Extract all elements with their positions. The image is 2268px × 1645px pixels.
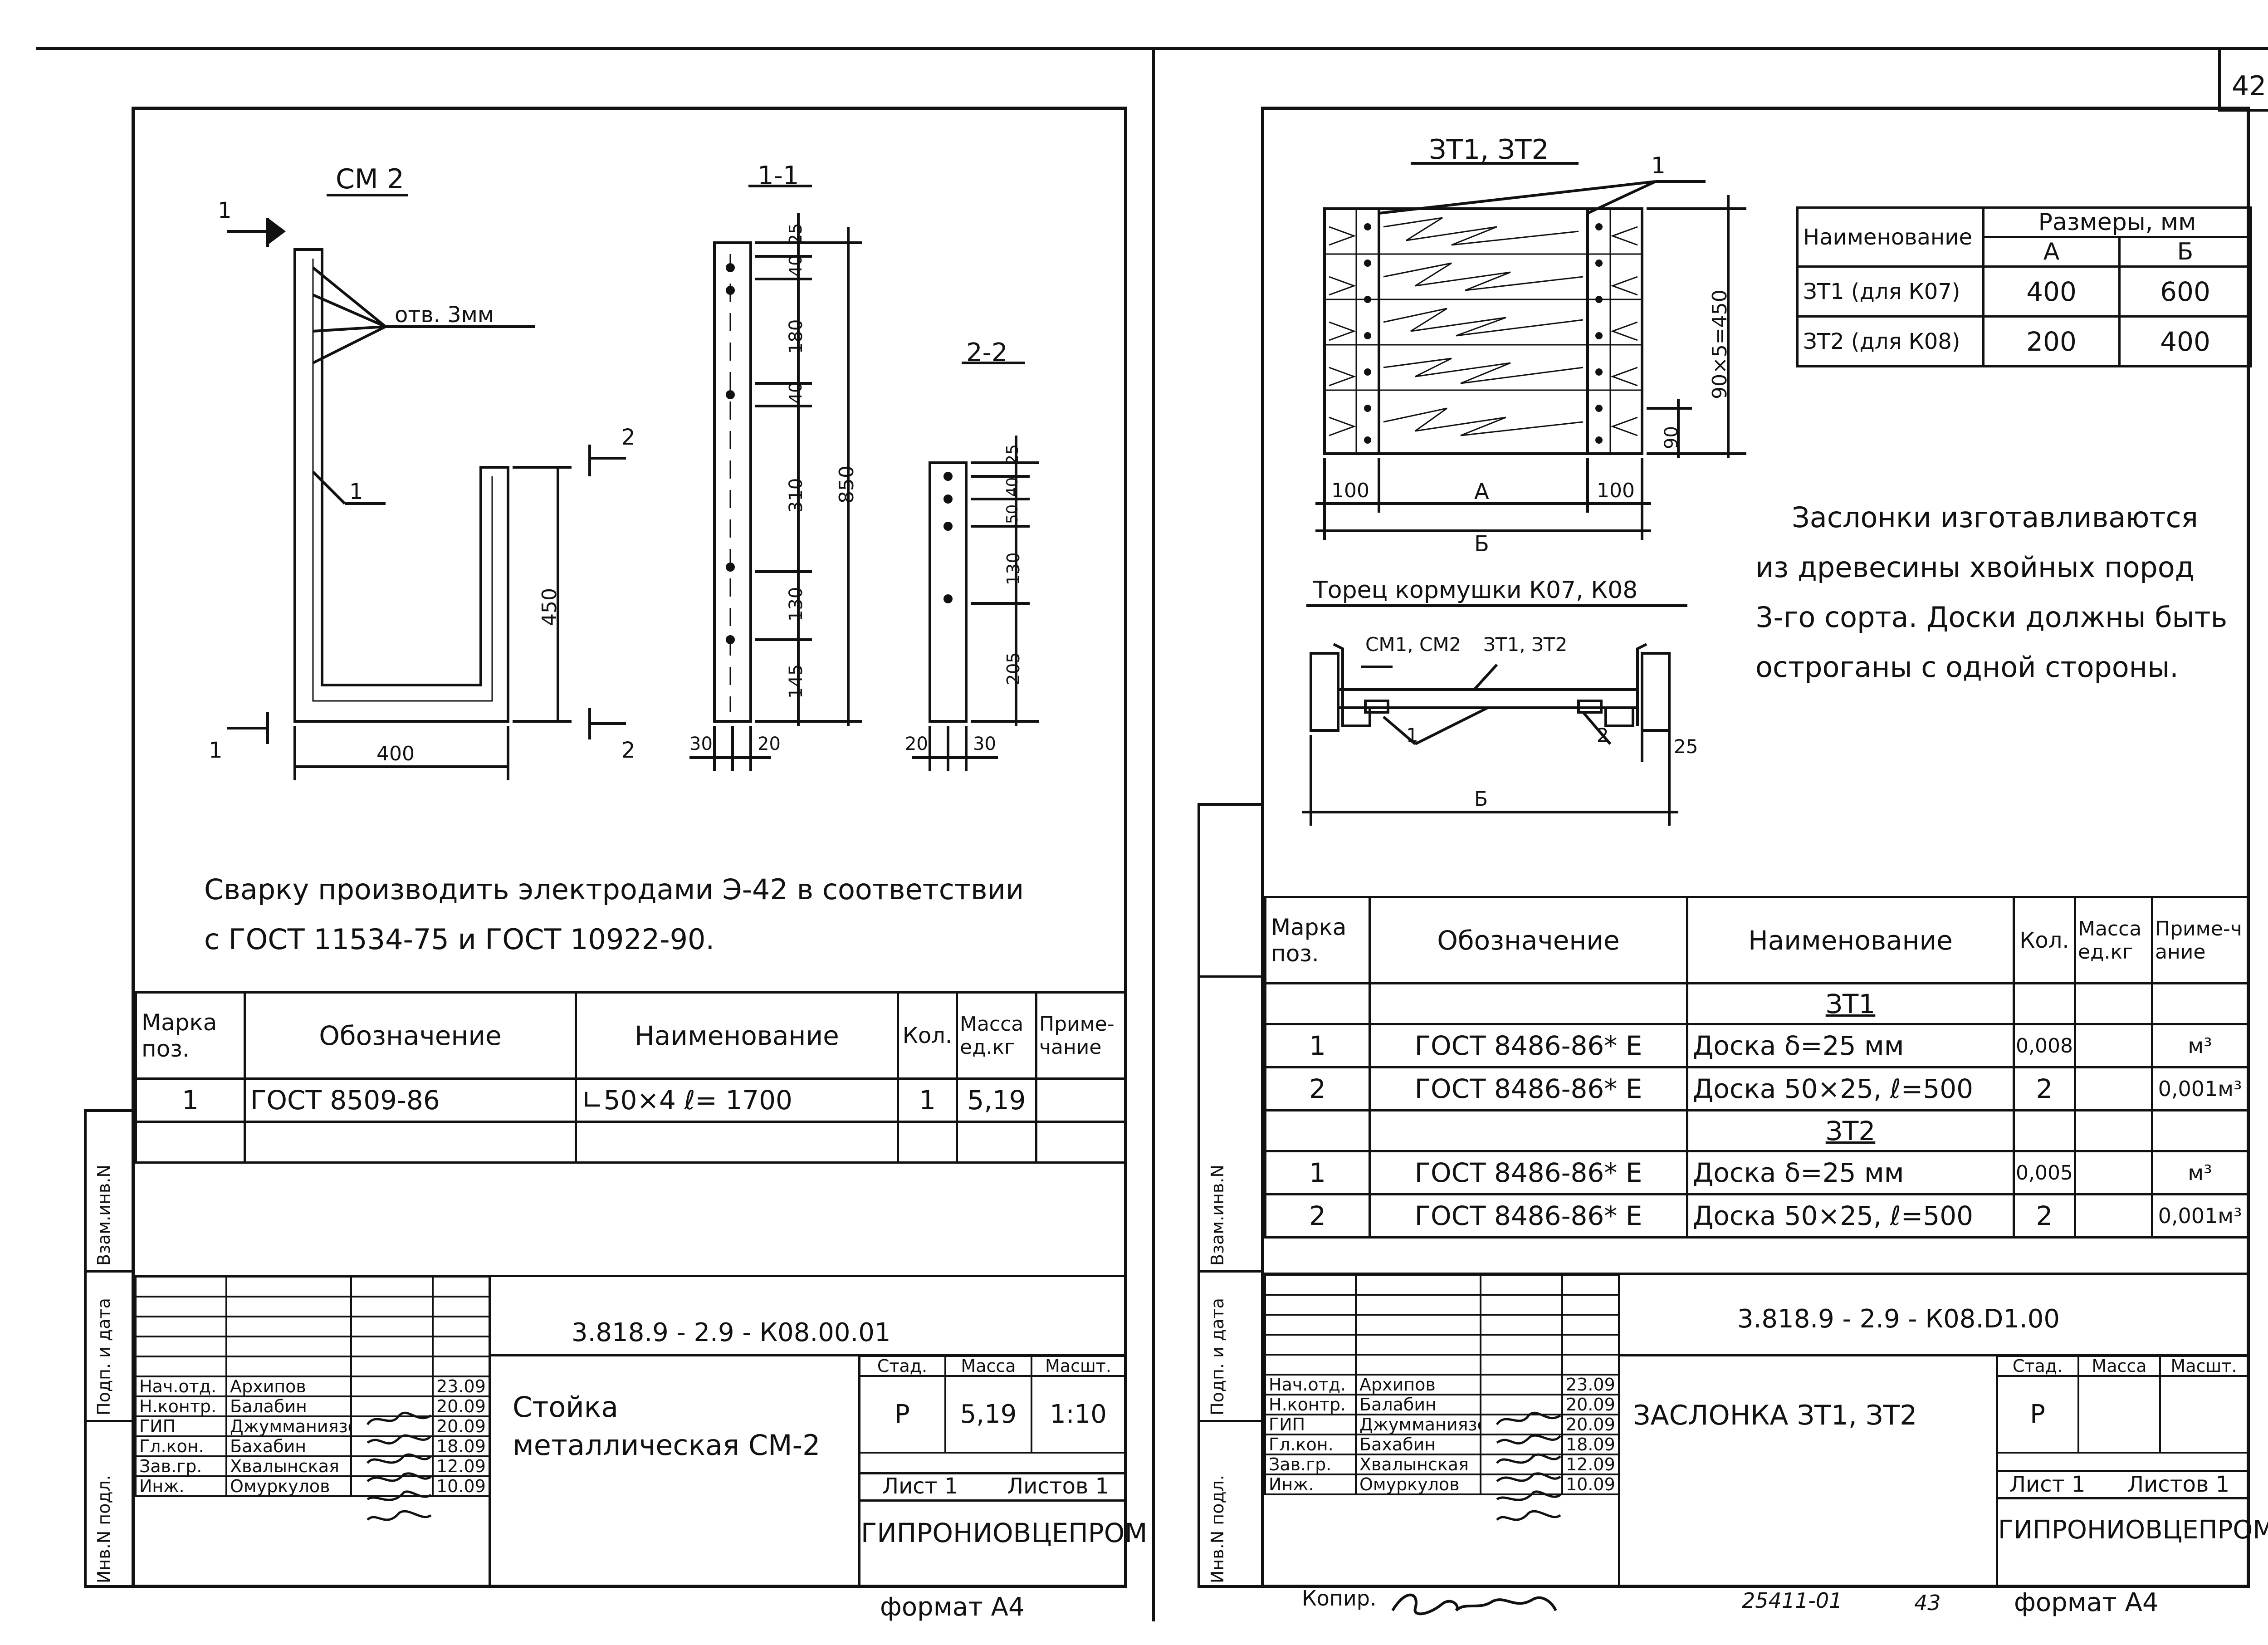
left-doc-name: Стойка металлическая СМ-2 — [513, 1390, 821, 1462]
left-pos1: 1 — [349, 479, 363, 504]
cut-mark-2-top: 2 — [621, 425, 635, 450]
left-note-line1: Сварку производить электродами Э-42 в со… — [204, 873, 1024, 906]
r-spec-h-name: Наименование — [1686, 896, 2015, 984]
right-side-label-repl: Взам.инв.N — [1207, 1165, 1227, 1266]
spec-h-name: Наименование — [575, 991, 899, 1080]
r-spec-h-qty: Кол. — [2013, 896, 2076, 984]
spec-h-qty: Кол. — [897, 991, 958, 1080]
dim-height-total: 90×5=450 — [1708, 289, 1731, 399]
cut-mark-1-bot: 1 — [209, 738, 223, 763]
copied-label: Копир. — [1302, 1586, 1377, 1611]
r-spec-h-mark: Марка поз. — [1264, 896, 1371, 984]
dim-400: 400 — [376, 742, 415, 765]
sizes-h-sizes: Размеры, мм — [1982, 206, 2252, 238]
hole-label: отв. 3мм — [395, 302, 494, 328]
right-doc-name: ЗАСЛОНКА ЗТ1, ЗТ2 — [1633, 1400, 1917, 1431]
footer-print-no: 43 — [1914, 1591, 1941, 1615]
page-number: 42 — [2232, 70, 2267, 102]
right-sheets-total: Листов 1 — [2127, 1472, 2230, 1497]
right-spec-table: Марка поз. Обозначение Наименование Кол.… — [1264, 896, 2249, 1239]
dim-total-b: Б — [1474, 531, 1489, 557]
right-sheet — [1261, 107, 2250, 1588]
right-side-label-sign: Подп. и дата — [1207, 1298, 1227, 1415]
right-view-title: ЗТ1, ЗТ2 — [1429, 134, 1549, 166]
right-org: ГИПРОНИОВЦЕПРОМ — [1998, 1515, 2268, 1545]
spec-h-designation: Обозначение — [244, 991, 577, 1080]
footer-inv-no: 25411-01 — [1742, 1588, 1843, 1613]
left-note-line2: с ГОСТ 11534-75 и ГОСТ 10922-90. — [204, 923, 715, 956]
right-doc-code: 3.818.9 - 2.9 - К08.D1.00 — [1737, 1304, 2060, 1334]
sizes-table: Наименование Размеры, мм А Б ЗТ1 (для К0… — [1796, 206, 2252, 367]
table-row: ЗТ1 (для К07) 400 600 — [1796, 265, 2252, 318]
right-note-line3: 3-го сорта. Доски должны быть — [1755, 601, 2228, 634]
left-section1-title: 1-1 — [758, 161, 799, 191]
dim-s2-30: 30 — [973, 734, 996, 754]
left-format: формат А4 — [880, 1592, 1025, 1622]
center-divider — [1152, 47, 1155, 1621]
right-side-column — [1198, 803, 1261, 1588]
dim-s1-30: 30 — [689, 734, 713, 754]
spec-h-note: Приме-чание — [1035, 991, 1126, 1080]
table-row: 1 ГОСТ 8509-86 ∟50×4 ℓ= 1700 1 5,19 — [135, 1077, 1126, 1123]
end-label-p1: 1 — [1406, 724, 1418, 746]
end-label-25: 25 — [1674, 735, 1698, 758]
cut-mark-2-bot: 2 — [621, 738, 635, 763]
left-side-column — [84, 1109, 132, 1588]
spec-h-mark: Марка поз. — [135, 991, 246, 1080]
left-title-block-frame — [135, 1275, 1124, 1277]
right-note-line4: остроганы с одной стороны. — [1755, 651, 2179, 684]
r-spec-h-designation: Обозначение — [1369, 896, 1688, 984]
group-zt2: ЗТ2 — [1686, 1109, 2015, 1152]
right-drawing — [1302, 162, 1746, 826]
group-zt1: ЗТ1 — [1686, 982, 2015, 1025]
end-label-b: Б — [1474, 788, 1488, 811]
left-drawing — [227, 185, 1039, 780]
dim-right-100: 100 — [1597, 479, 1635, 502]
left-sheet-no: Лист 1 — [882, 1474, 958, 1499]
r-spec-h-mass: Масса ед.кг — [2074, 896, 2153, 984]
left-sheet — [132, 107, 1127, 1588]
cut-mark-1-top: 1 — [218, 198, 232, 223]
sizes-h-name: Наименование — [1796, 206, 1984, 268]
dim-row: 90 — [1661, 426, 1682, 449]
dim-s1-20: 20 — [758, 734, 781, 754]
dim-left-100: 100 — [1331, 479, 1369, 502]
side-label-inv: Инв.N подл. — [94, 1475, 114, 1583]
right-note-line2: из древесины хвойных пород — [1755, 551, 2195, 584]
left-sheets-total: Листов 1 — [1007, 1474, 1110, 1499]
left-org: ГИПРОНИОВЦЕПРОМ — [861, 1518, 1148, 1548]
dim-middle-a: А — [1474, 479, 1489, 504]
right-note-line1: Заслонки изготавливаются — [1792, 501, 2198, 534]
table-row: ЗТ2 (для К08) 200 400 — [1796, 315, 2252, 367]
spec-h-mass: Масса ед.кг — [956, 991, 1037, 1080]
copier-signature — [1391, 1593, 1557, 1616]
r-spec-h-note: Приме-чание — [2151, 896, 2249, 984]
end-label-p2: 2 — [1597, 724, 1609, 746]
end-view-title: Торец кормушки К07, К08 — [1313, 577, 1638, 604]
page-number-box — [2218, 50, 2268, 112]
left-view-title: СМ 2 — [336, 163, 404, 195]
right-side-label-inv: Инв.N подл. — [1207, 1475, 1227, 1583]
right-sheet-no: Лист 1 — [2009, 1472, 2086, 1497]
side-label-repl: Взам.инв.N — [94, 1165, 114, 1266]
end-label-cm: СМ1, СМ2 — [1365, 633, 1461, 656]
left-spec-table: Марка поз. Обозначение Наименование Кол.… — [135, 991, 1126, 1164]
end-label-zt: ЗТ1, ЗТ2 — [1483, 633, 1568, 656]
dim-s2-20: 20 — [905, 734, 928, 754]
right-format: формат А4 — [2014, 1588, 2159, 1617]
side-label-sign: Подп. и дата — [94, 1298, 114, 1415]
right-pos1: 1 — [1651, 152, 1666, 179]
left-section2-title: 2-2 — [966, 338, 1008, 367]
left-doc-code: 3.818.9 - 2.9 - К08.00.01 — [572, 1318, 891, 1347]
